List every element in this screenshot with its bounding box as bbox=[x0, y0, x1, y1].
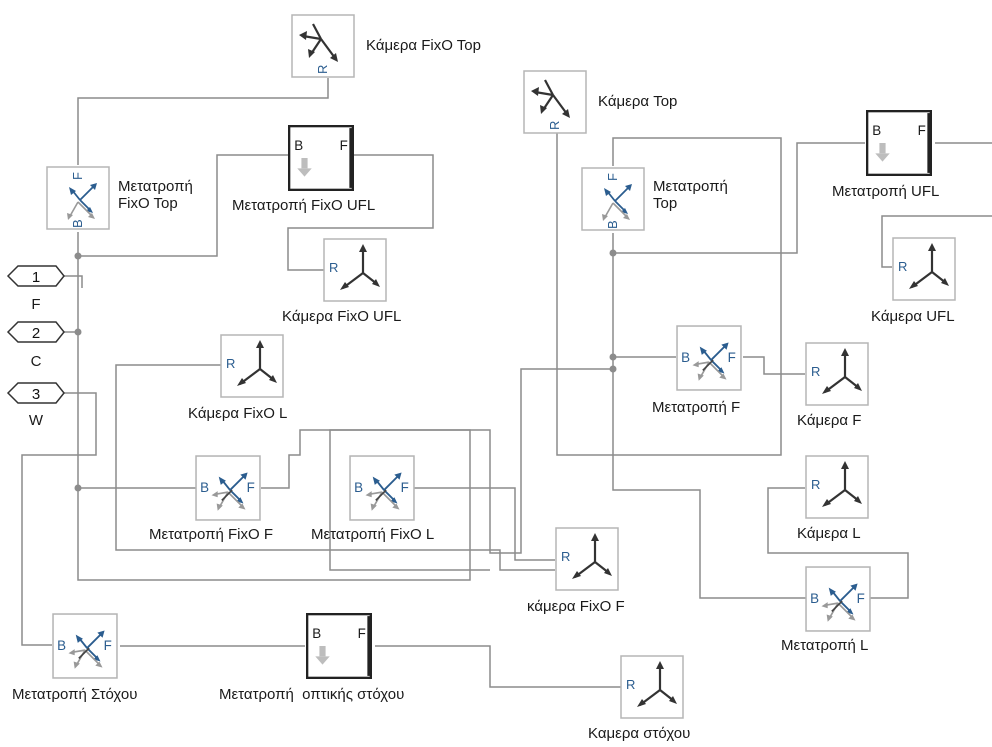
conv-fixo-top-label: Μετατροπή FixO Top bbox=[118, 178, 193, 212]
conv-target-label: Μετατροπή Στόχου bbox=[12, 686, 138, 703]
inport-3-number: 3 bbox=[32, 386, 40, 403]
inport-1-label: F bbox=[31, 296, 41, 313]
inport-3[interactable]: 3 bbox=[6, 382, 65, 404]
cam-fixo-l-block[interactable] bbox=[220, 334, 284, 398]
cam-fixo-f-label: κάμερα FixO F bbox=[527, 598, 625, 615]
cam-fixo-top-label: Κάμερα FixO Top bbox=[366, 37, 481, 54]
cam-ufl-block[interactable] bbox=[892, 237, 956, 301]
inport-2-number: 2 bbox=[32, 325, 40, 342]
conv-top-label: Μετατροπή Top bbox=[653, 178, 728, 212]
cam-l-label: Κάμερα L bbox=[797, 525, 861, 542]
cam-fixo-top-block[interactable] bbox=[291, 14, 355, 78]
conv-l-block[interactable] bbox=[805, 566, 871, 632]
inport-2-label: C bbox=[30, 353, 42, 370]
conv-optic-target-block[interactable] bbox=[306, 613, 372, 679]
cam-fixo-ufl-block[interactable] bbox=[323, 238, 387, 302]
cam-f-label: Κάμερα F bbox=[797, 412, 862, 429]
conv-optic-target-label: Μετατροπή οπτικής στόχου bbox=[219, 686, 405, 703]
conv-f-label: Μετατροπή F bbox=[652, 399, 741, 416]
conv-ufl-label: Μετατροπή UFL bbox=[832, 183, 940, 200]
cam-target-block[interactable] bbox=[620, 655, 684, 719]
cam-fixo-f-block[interactable] bbox=[555, 527, 619, 591]
conv-top-block[interactable] bbox=[581, 167, 645, 231]
conv-fixo-f-block[interactable] bbox=[195, 455, 261, 521]
cam-l-block[interactable] bbox=[805, 455, 869, 519]
conv-fixo-top-block[interactable] bbox=[46, 166, 110, 230]
conv-f-block[interactable] bbox=[676, 325, 742, 391]
conv-ufl-block[interactable] bbox=[866, 110, 932, 176]
inport-3-label: W bbox=[28, 412, 44, 429]
wire-junctions bbox=[74, 249, 617, 492]
signal-wires bbox=[21, 78, 992, 688]
cam-f-block[interactable] bbox=[805, 342, 869, 406]
conv-fixo-f-label: Μετατροπή FixO F bbox=[149, 526, 274, 543]
conv-target-block[interactable] bbox=[52, 613, 118, 679]
conv-l-label: Μετατροπή L bbox=[781, 637, 869, 654]
cam-fixo-ufl-label: Κάμερα FixO UFL bbox=[282, 308, 402, 325]
cam-top-label: Κάμερα Top bbox=[598, 93, 678, 110]
inport-1[interactable]: 1 bbox=[6, 265, 65, 287]
cam-top-block[interactable] bbox=[523, 70, 587, 134]
conv-fixo-l-label: Μετατροπή FixO L bbox=[311, 526, 435, 543]
conv-fixo-ufl-label: Μετατροπή FixO UFL bbox=[232, 197, 376, 214]
cam-fixo-l-label: Κάμερα FixO L bbox=[188, 405, 288, 422]
inport-1-number: 1 bbox=[32, 269, 40, 286]
cam-ufl-label: Κάμερα UFL bbox=[871, 308, 955, 325]
inport-2[interactable]: 2 bbox=[6, 321, 65, 343]
conv-fixo-ufl-block[interactable] bbox=[288, 125, 354, 191]
cam-target-label: Καμερα στόχου bbox=[588, 725, 691, 742]
conv-fixo-l-block[interactable] bbox=[349, 455, 415, 521]
